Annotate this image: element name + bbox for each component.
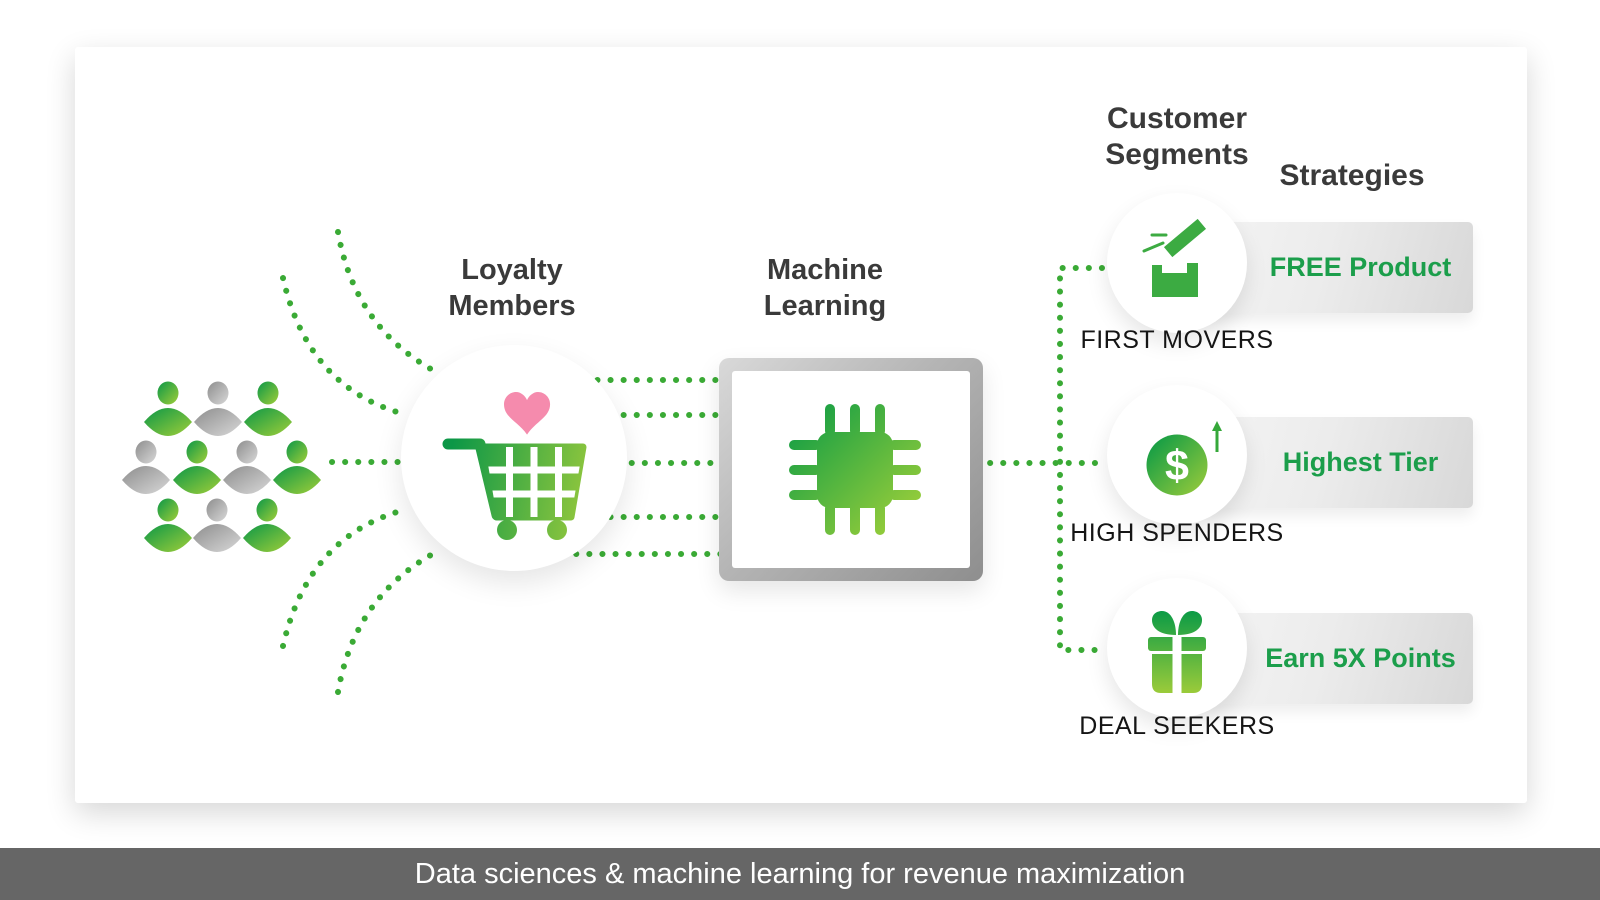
caption-bar: Data sciences & machine learning for rev…: [0, 848, 1600, 900]
segment-node-deal-seekers: [1107, 578, 1247, 718]
machine-learning-title: Machine Learning: [705, 252, 945, 324]
shopping-cart-icon: [442, 438, 587, 540]
heart-icon: [504, 392, 551, 435]
strategy-label: Earn 5X Points: [1265, 643, 1456, 673]
segment-label-high-spenders: HIGH SPENDERS: [1070, 519, 1284, 547]
machine-learning-node: [719, 358, 983, 581]
people-cluster-icon: [122, 381, 321, 552]
ml-screen: [732, 371, 970, 568]
gift-icon: [1148, 611, 1206, 694]
strategy-label: Highest Tier: [1282, 447, 1439, 477]
open-box-icon: [1142, 218, 1207, 297]
segment-label-deal-seekers: DEAL SEEKERS: [1079, 712, 1275, 740]
ml-title-line2: Learning: [763, 290, 887, 322]
curve-top-outer: [335, 229, 443, 377]
loyalty-members-node: [401, 345, 627, 571]
segment-branch-connector: [1057, 265, 1105, 653]
dotted-connectors: [280, 229, 1105, 695]
caption-text: Data sciences & machine learning for rev…: [414, 858, 1186, 890]
loyalty-members-title: Loyalty Members: [392, 252, 632, 324]
strategies-header: Strategies: [1279, 159, 1425, 192]
customer-segments-header: Customer Segments: [1057, 101, 1297, 173]
ml-title-line1: Machine: [766, 254, 884, 286]
cart-heart-icon: [442, 392, 587, 540]
segment-label-first-movers: FIRST MOVERS: [1080, 326, 1274, 354]
customer-segments-line1: Customer: [1106, 102, 1248, 135]
segment-node-first-movers: [1107, 193, 1247, 333]
curve-bottom-outer: [335, 547, 443, 695]
svg-text:$: $: [1165, 442, 1189, 490]
segment-node-high-spenders: $: [1107, 385, 1247, 525]
up-arrow-icon: [1212, 421, 1222, 452]
loyalty-title-line2: Members: [448, 290, 576, 322]
customer-segments-line2: Segments: [1105, 138, 1249, 171]
dollar-rise-icon: $: [1146, 421, 1222, 496]
curve-bottom-inner: [280, 507, 407, 649]
chip-icon: [789, 404, 921, 535]
loyalty-title-line1: Loyalty: [461, 254, 563, 286]
curve-top-inner: [280, 275, 407, 417]
strategy-label: FREE Product: [1269, 252, 1452, 282]
